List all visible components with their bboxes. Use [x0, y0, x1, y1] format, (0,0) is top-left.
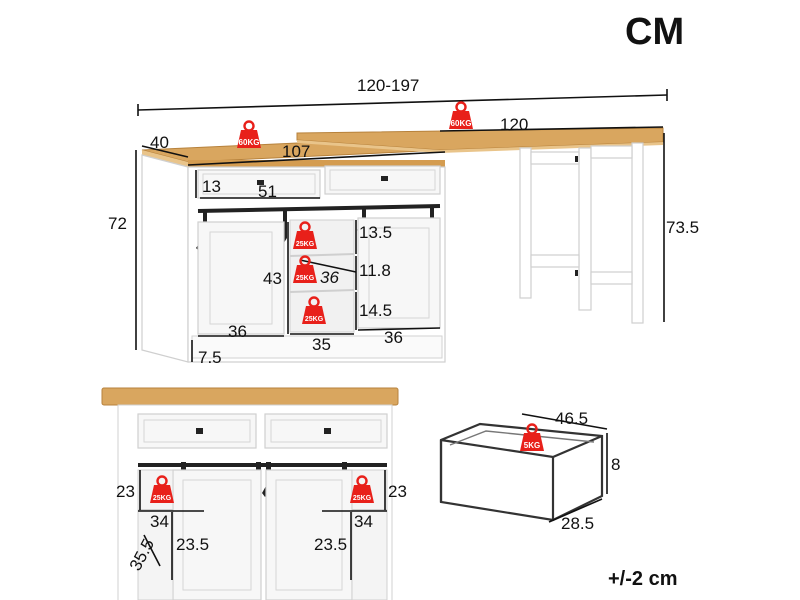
center-width-label: 35: [312, 335, 331, 354]
shelf-bottom-height-label: 14.5: [359, 301, 392, 320]
desk-height-label: 73.5: [666, 218, 699, 237]
desk-leg-front-right: [631, 142, 644, 324]
shelf-mid-height-label: 11.8: [359, 261, 391, 280]
desk-leg-front-left: [519, 147, 532, 299]
left-door-width-label: 36: [228, 322, 247, 341]
door-height-label: 43: [263, 269, 282, 288]
drawer-handle-icon: [257, 180, 264, 185]
front-left-low-label: 23.5: [176, 535, 209, 554]
drawer-box-height-label: 8: [611, 455, 620, 474]
cabinet-height-label: 72: [108, 214, 127, 233]
svg-text:25KG: 25KG: [353, 495, 372, 502]
right-door-width-label: 36: [384, 328, 403, 347]
svg-text:25KG: 25KG: [296, 241, 315, 248]
right-barn-door: [357, 217, 441, 329]
cabinet-depth-label: 40: [150, 133, 169, 152]
drawer-box-width-label: 46.5: [555, 409, 588, 428]
svg-text:5KG: 5KG: [524, 441, 540, 450]
drawer-box-depth-label: 28.5: [561, 514, 594, 533]
weight-icon: 25KG: [148, 475, 176, 505]
front-right-low-label: 23.5: [314, 535, 347, 554]
total-length-label: 120-197: [357, 76, 419, 95]
shelf-depth-label: 36: [320, 268, 339, 287]
svg-text:25KG: 25KG: [296, 275, 315, 282]
cabinet-length-label: 107: [282, 142, 310, 161]
weight-icon: 60KG: [235, 120, 263, 150]
front-left-width-label: 34: [150, 512, 169, 531]
main-cabinet: [141, 137, 446, 363]
svg-text:60KG: 60KG: [451, 119, 472, 128]
svg-text:25KG: 25KG: [305, 316, 324, 323]
weight-icon: 25KG: [300, 296, 328, 326]
weight-icon: 5KG: [518, 423, 546, 453]
shelf-top-height-label: 13.5: [359, 223, 392, 242]
front-view-top-board: [101, 387, 399, 406]
front-right-door: [265, 469, 353, 600]
svg-text:25KG: 25KG: [153, 495, 172, 502]
weight-icon: 25KG: [291, 255, 319, 285]
unit-label: CM: [625, 11, 684, 53]
desk-top-length-label: 120: [500, 115, 528, 134]
cabinet-side-panel: [141, 154, 189, 363]
drawer-height-label: 13: [202, 177, 221, 196]
base-height-label: 7.5: [198, 348, 222, 367]
weight-icon: 60KG: [447, 101, 475, 131]
front-right-height-label: 23: [388, 482, 407, 501]
tolerance-label: +/-2 cm: [608, 568, 677, 590]
front-right-width-label: 34: [354, 512, 373, 531]
barn-door-rail: [197, 204, 441, 213]
weight-icon: 25KG: [291, 221, 319, 251]
front-left-door: [172, 469, 262, 600]
weight-icon: 25KG: [348, 475, 376, 505]
drawer-box: [439, 422, 604, 522]
total-length-line: [137, 94, 668, 111]
svg-text:60KG: 60KG: [239, 138, 260, 147]
front-left-height-label: 23: [116, 482, 135, 501]
desk-leg-back-left: [578, 147, 592, 311]
left-barn-door: [197, 221, 285, 335]
drawer-width-label: 51: [258, 182, 277, 201]
